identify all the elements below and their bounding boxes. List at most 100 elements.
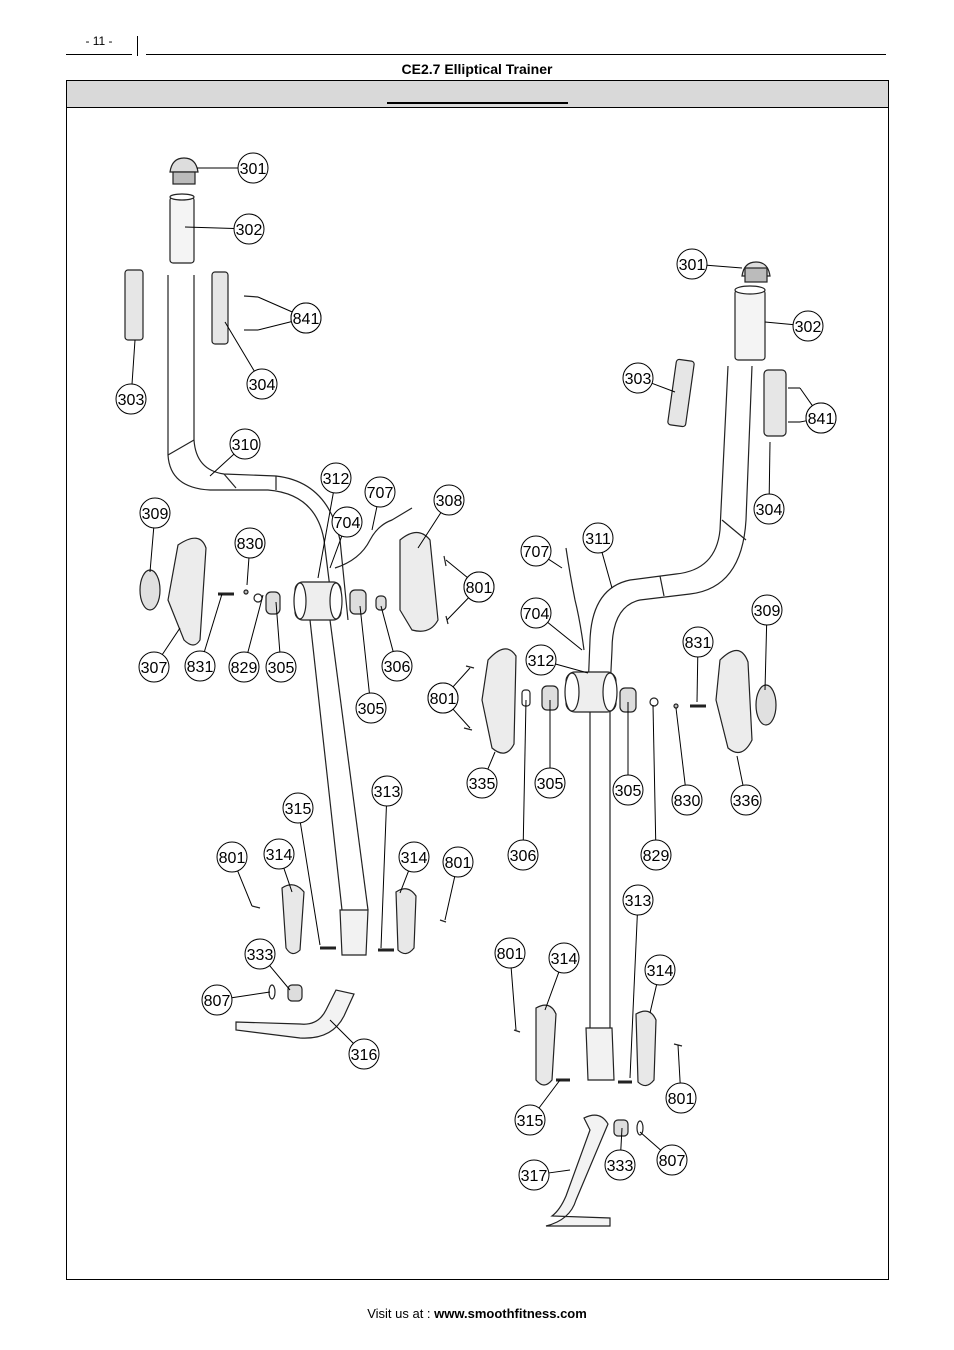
callout-313: 313 [622, 884, 654, 1079]
callout-leader-line [329, 535, 343, 569]
callout-309: 309 [751, 594, 783, 691]
callout-leader-line [799, 420, 807, 423]
callout-circle [507, 839, 539, 871]
callout-label: 333 [247, 947, 274, 964]
footer-website-link[interactable]: www.smoothfitness.com [434, 1306, 587, 1321]
callout-label: 301 [240, 161, 267, 178]
callout-label: 310 [232, 437, 259, 454]
callout-circle [233, 213, 265, 245]
callout-801: 801 [427, 682, 471, 729]
callout-circle [244, 938, 276, 970]
callout-304: 304 [224, 321, 278, 400]
callout-label: 704 [334, 515, 361, 532]
callout-circle [371, 775, 403, 807]
callout-305: 305 [355, 605, 387, 724]
footer-prefix: Visit us at : [367, 1306, 435, 1321]
callout-label: 807 [204, 993, 231, 1010]
callout-label: 303 [625, 371, 652, 388]
callout-841: 841 [799, 402, 837, 434]
callout-circle [348, 1038, 380, 1070]
callout-label: 304 [756, 502, 783, 519]
callout-circle [534, 767, 566, 799]
callout-704: 704 [520, 597, 583, 651]
callout-circle [265, 651, 297, 683]
callout-leader-line [224, 321, 255, 372]
callout-circle [792, 310, 824, 342]
callout-317: 317 [518, 1159, 571, 1191]
callout-leader-line [269, 965, 291, 991]
callout-circle [518, 1159, 550, 1191]
callout-circle [665, 1082, 697, 1114]
callout-circle [355, 692, 387, 724]
callout-830: 830 [671, 707, 703, 816]
callout-leader-line [444, 876, 456, 921]
callout-circle [466, 767, 498, 799]
callout-circle [604, 1149, 636, 1181]
callout-leader-line [452, 708, 471, 729]
callout-circle [290, 302, 322, 334]
callout-831: 831 [682, 626, 714, 703]
callout-label: 305 [615, 783, 642, 800]
callout-leader-line [231, 991, 271, 999]
callout-label: 317 [521, 1168, 548, 1185]
callout-circle [525, 644, 557, 676]
callout-label: 305 [358, 701, 385, 718]
callout-leader-line [629, 914, 638, 1079]
callout-circle [381, 650, 413, 682]
callout-label: 302 [236, 222, 263, 239]
callout-leader-line [652, 704, 657, 841]
callout-301: 301 [676, 248, 743, 280]
callout-leader-line [601, 552, 613, 589]
callout-302: 302 [764, 310, 824, 342]
callout-314: 314 [644, 954, 676, 1014]
callout-301: 301 [197, 152, 269, 184]
callout-leader-line [706, 264, 743, 269]
frame-header-band [67, 81, 888, 108]
callout-label: 314 [266, 847, 293, 864]
callout-302: 302 [184, 213, 265, 245]
callout-label: 309 [142, 506, 169, 523]
callout-circle [463, 571, 495, 603]
callout-307: 307 [138, 627, 181, 683]
callout-label: 305 [268, 660, 295, 677]
callout-label: 801 [445, 855, 472, 872]
callout-303: 303 [115, 339, 147, 415]
callout-leader-line [203, 593, 223, 652]
callout-831: 831 [184, 593, 223, 682]
callout-circle [246, 368, 278, 400]
callout-829: 829 [228, 594, 264, 683]
callout-circle [216, 841, 248, 873]
callout-circle [139, 497, 171, 529]
callout-707: 707 [520, 535, 563, 569]
callout-label: 336 [733, 793, 760, 810]
callout-label: 304 [249, 377, 276, 394]
callout-308: 308 [417, 484, 465, 549]
callout-leader-line [649, 984, 658, 1014]
callout-306: 306 [507, 699, 539, 871]
footer: Visit us at : www.smoothfitness.com [0, 1306, 954, 1321]
callout-leader-line [768, 441, 771, 495]
callout-leader-line [736, 755, 744, 786]
callout-304: 304 [753, 441, 785, 525]
callout-315: 315 [282, 792, 321, 946]
callout-circle [548, 942, 580, 974]
callout-label: 801 [219, 850, 246, 867]
header-rule [146, 54, 886, 55]
callout-label: 829 [643, 848, 670, 865]
callout-leader-line [555, 663, 589, 674]
callout-circle [282, 792, 314, 824]
callout-leader-line [522, 699, 527, 841]
callout-leader-line [446, 597, 469, 621]
callout-830: 830 [234, 527, 266, 586]
callout-circle [433, 484, 465, 516]
callout-310: 310 [209, 428, 261, 477]
callout-circle [398, 841, 430, 873]
callout-leader-line [237, 870, 253, 907]
document-title: CE2.7 Elliptical Trainer [401, 61, 553, 77]
right-arm-assembly [463, 261, 800, 1227]
callout-circle [520, 597, 552, 629]
callout-305: 305 [534, 700, 566, 799]
callout-label: 829 [231, 660, 258, 677]
callout-circle [320, 462, 352, 494]
callout-label: 314 [551, 951, 578, 968]
